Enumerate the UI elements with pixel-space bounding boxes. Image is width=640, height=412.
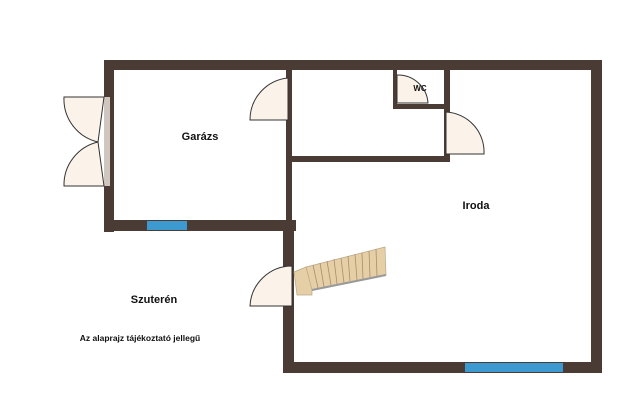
wall-top xyxy=(104,60,602,70)
window-garage xyxy=(147,221,187,230)
garage-hall-door xyxy=(249,77,289,121)
wall-hall-bottom xyxy=(290,156,450,162)
wall-wc-left xyxy=(393,70,397,108)
staircase xyxy=(293,246,387,296)
wc-door xyxy=(396,74,429,104)
walls xyxy=(104,60,602,373)
windows xyxy=(147,221,563,372)
basement-door xyxy=(249,265,293,307)
doors xyxy=(63,74,485,307)
room-label-office: Iroda xyxy=(463,200,491,212)
garage-door-frame xyxy=(104,97,110,186)
office-hall-door xyxy=(445,111,485,155)
garage-door-leaf-top xyxy=(63,96,105,143)
garage-door-leaf-bottom xyxy=(63,141,105,187)
room-label-basement: Szuterén xyxy=(131,294,178,306)
room-label-garage: Garázs xyxy=(182,131,219,143)
wall-garage-hall xyxy=(286,70,292,222)
wall-garage-bottom xyxy=(104,220,296,231)
room-label-wc: WC xyxy=(413,84,427,93)
wall-right xyxy=(591,60,602,373)
disclaimer-note: Az alaprajz tájékoztató jellegű xyxy=(80,333,200,343)
wall-wc-bottom xyxy=(393,104,448,109)
wall-bottom xyxy=(283,362,602,373)
window-office xyxy=(465,363,563,372)
